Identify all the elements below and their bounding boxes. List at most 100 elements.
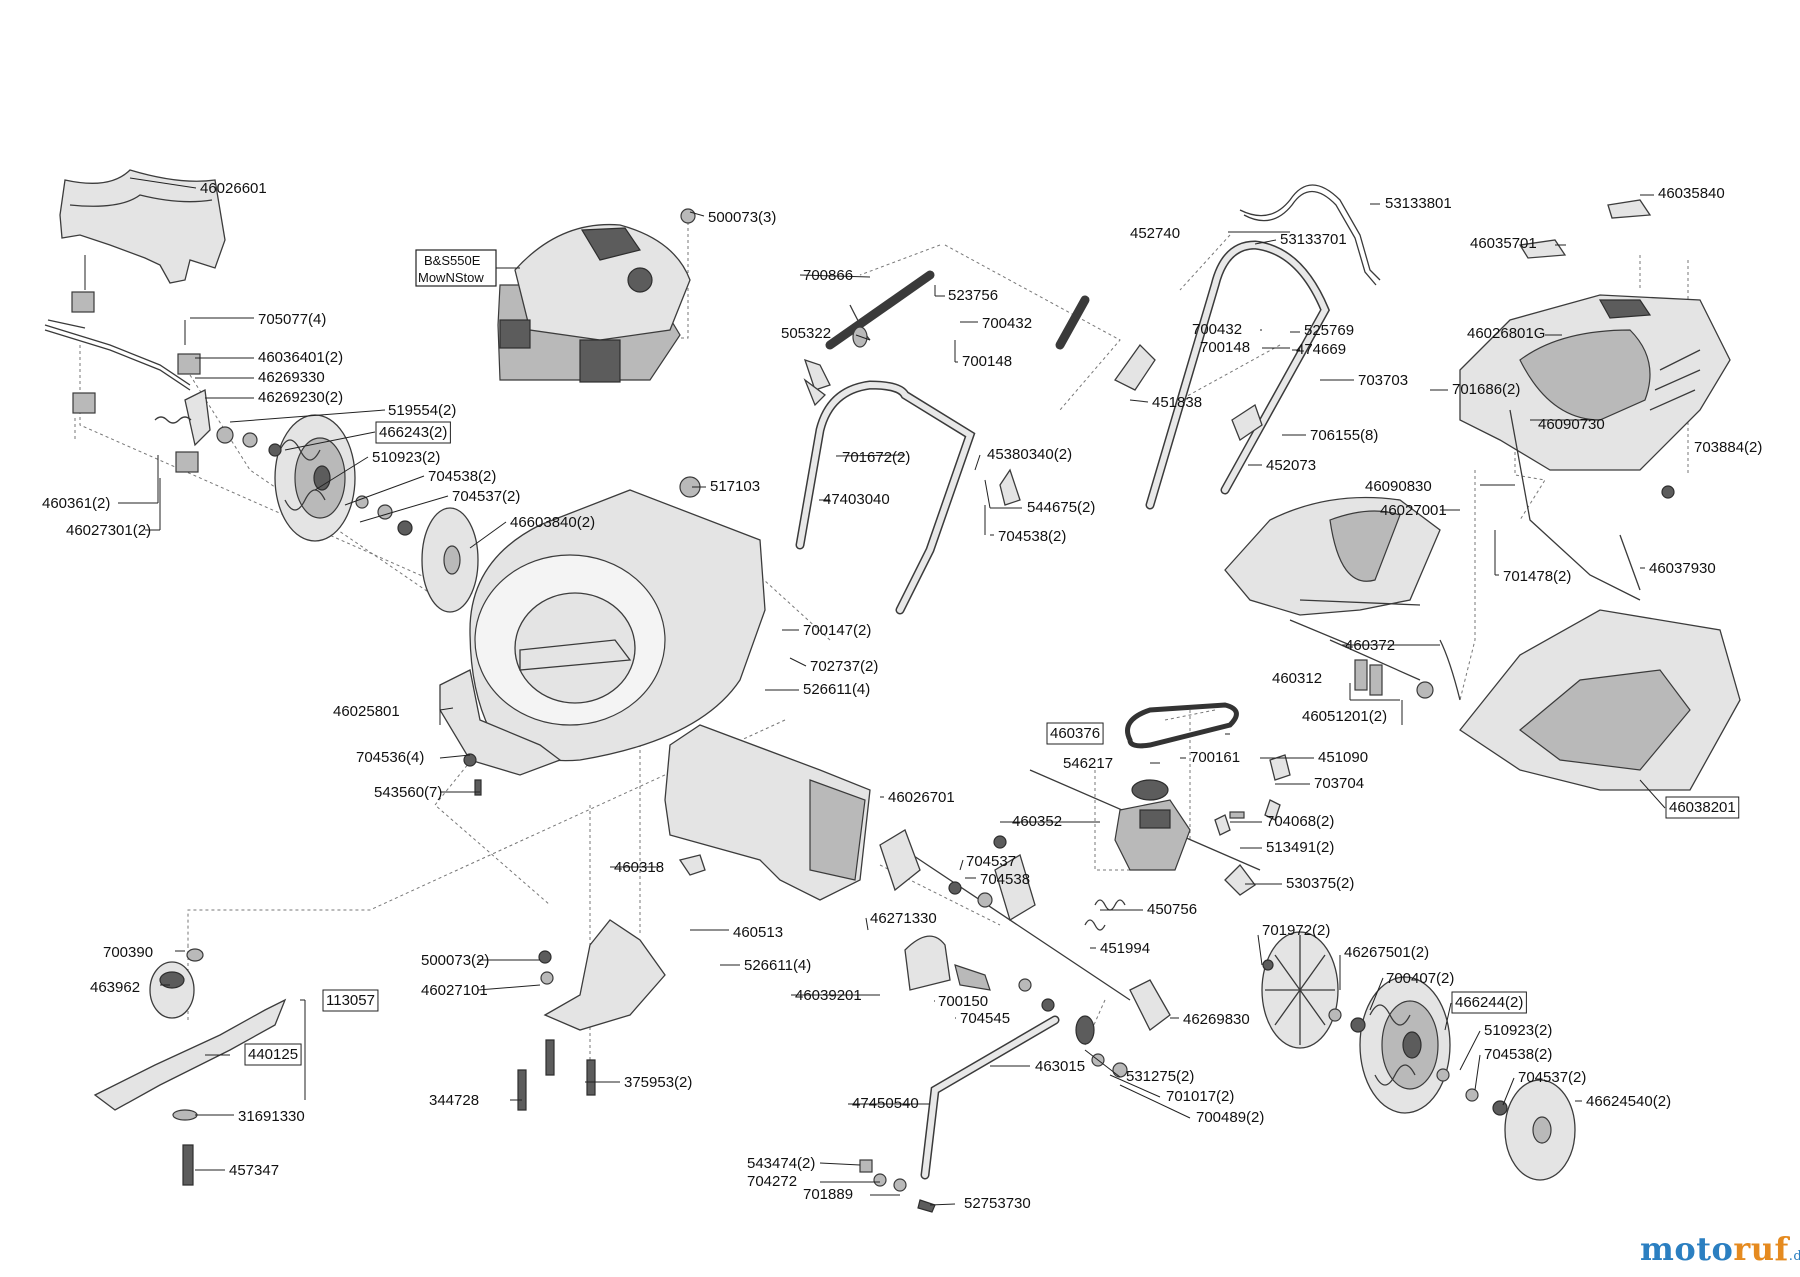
part-label: 457347 — [229, 1162, 279, 1179]
grass-box-frame — [1439, 409, 1641, 701]
mulch-plug — [538, 919, 666, 1031]
part-label: 451090 — [1318, 749, 1368, 766]
part-label: 700866 — [803, 267, 853, 284]
part-label: 474669 — [1296, 341, 1346, 358]
part-label: 700150 — [938, 993, 988, 1010]
part-label: 460312 — [1272, 670, 1322, 687]
leader-line — [1084, 1049, 1121, 1078]
leader-line — [1459, 1030, 1481, 1071]
part-label: 505322 — [781, 325, 831, 342]
assembly-dashed-lines — [74, 210, 1689, 1085]
leader-line — [835, 454, 906, 457]
front-wheel-right — [1261, 931, 1508, 1116]
label-box — [1451, 991, 1527, 1014]
part-label: 46026601 — [200, 180, 267, 197]
leader-line — [477, 984, 541, 991]
part-label: 703704 — [1314, 775, 1364, 792]
lower-handle — [795, 270, 1090, 615]
part-label: 46026801G — [1467, 325, 1545, 342]
leader-line — [284, 431, 376, 451]
part-label: 701478(2) — [1503, 568, 1571, 585]
v-belt — [1125, 702, 1239, 749]
part-label: 47403040 — [823, 491, 890, 508]
part-label: 531275(2) — [1126, 1068, 1194, 1085]
part-label: 451838 — [1152, 394, 1202, 411]
leader-line — [314, 456, 369, 491]
part-label: 700432 — [982, 315, 1032, 332]
part-label: 46027101 — [421, 982, 488, 999]
part-label: 53133801 — [1385, 195, 1452, 212]
label-box — [322, 989, 379, 1012]
part-label: 523756 — [948, 287, 998, 304]
part-label: 704537(2) — [1518, 1069, 1586, 1086]
part-label: 463962 — [90, 979, 140, 996]
brand-suffix: .de — [1788, 1249, 1800, 1264]
part-label: 52753730 — [964, 1195, 1031, 1212]
part-label: 704545 — [960, 1010, 1010, 1027]
part-label: 513491(2) — [1266, 839, 1334, 856]
leader-line — [984, 479, 991, 509]
part-label: 375953(2) — [624, 1074, 692, 1091]
part-label: 31691330 — [238, 1108, 305, 1125]
part-label: 46035840 — [1658, 185, 1725, 202]
leader-lines — [118, 177, 1666, 1206]
part-labels: 46026601 705077(4) 46036401(2) 46269330 … — [42, 180, 1762, 1212]
leader-line — [439, 707, 454, 711]
handle-bracket — [993, 835, 1036, 921]
rear-wheel-left — [216, 414, 413, 542]
part-label: 700147(2) — [803, 622, 871, 639]
part-label: 525769 — [1304, 322, 1354, 339]
part-label: 526611(4) — [803, 681, 870, 698]
height-adjust-rear — [44, 255, 211, 473]
part-label: 46269330 — [258, 369, 325, 386]
part-label: 113057 — [326, 992, 375, 1009]
leader-line — [799, 274, 871, 278]
engine — [415, 208, 701, 498]
part-label: 704068(2) — [1266, 813, 1334, 830]
part-label: 700432 — [1192, 321, 1242, 338]
leader-line — [1254, 239, 1277, 245]
part-label: 460513 — [733, 924, 783, 941]
part-label: 704537(2) — [452, 488, 520, 505]
engine-model-label: B&S550E — [424, 253, 481, 268]
part-label: 46035701 — [1470, 235, 1537, 252]
part-label: 460352 — [1012, 813, 1062, 830]
rear-flap — [59, 169, 226, 284]
brand-logo: motoruf.de — [1640, 1230, 1800, 1268]
part-label: 701889 — [803, 1186, 853, 1203]
leader-line — [1129, 399, 1149, 403]
part-label: 706155(8) — [1310, 427, 1378, 444]
leader-line — [689, 211, 705, 217]
part-label: 510923(2) — [1484, 1022, 1552, 1039]
part-label: 500073(3) — [708, 209, 776, 226]
part-label: 702737(2) — [810, 658, 878, 675]
chute-housing — [664, 724, 871, 901]
screws-bottom — [182, 753, 596, 1186]
part-label: 46037930 — [1649, 560, 1716, 577]
deck — [439, 489, 766, 776]
gearbox — [1029, 754, 1291, 931]
part-label: 46051201(2) — [1302, 708, 1387, 725]
part-label: 460376 — [1050, 725, 1100, 742]
part-label: 704538(2) — [428, 468, 496, 485]
part-label: 519554(2) — [388, 402, 456, 419]
part-label: 46039201 — [795, 987, 862, 1004]
part-label: 46027301(2) — [66, 522, 151, 539]
leader-line — [1119, 1084, 1191, 1119]
part-label: 452073 — [1266, 457, 1316, 474]
brand-name-part2: ruf — [1733, 1230, 1789, 1268]
part-label: 53133701 — [1280, 231, 1347, 248]
grass-box — [1459, 609, 1741, 791]
label-box — [1665, 796, 1740, 819]
label-box — [375, 421, 451, 444]
leader-line — [959, 859, 964, 871]
engine-type-label: MowNStow — [418, 270, 484, 285]
leader-line — [439, 754, 471, 759]
part-label: 451994 — [1100, 940, 1150, 957]
part-label: 530375(2) — [1286, 875, 1354, 892]
part-label: 700161 — [1190, 749, 1240, 766]
part-label: 46603840(2) — [510, 514, 595, 531]
part-label: 46269830 — [1183, 1011, 1250, 1028]
cover-rod-parts — [1289, 619, 1434, 699]
leader-line — [1257, 934, 1263, 966]
